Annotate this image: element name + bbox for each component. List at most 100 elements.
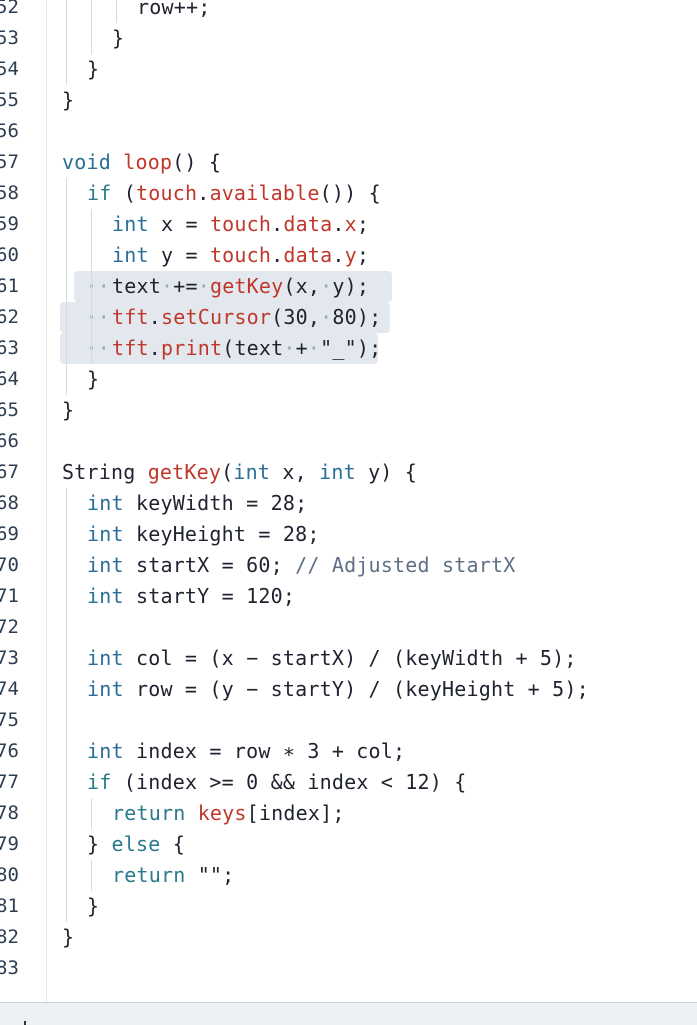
code-text: if (touch.available()) { bbox=[87, 181, 381, 205]
code-token: data bbox=[283, 243, 333, 267]
code-token: () { bbox=[172, 150, 222, 174]
code-token: int bbox=[87, 584, 136, 608]
code-token: int bbox=[87, 491, 136, 515]
code-token: int bbox=[87, 646, 136, 670]
whitespace-marker: ·· bbox=[85, 336, 110, 360]
whitespace-marker: · bbox=[320, 274, 333, 298]
code-token: available bbox=[209, 181, 320, 205]
code-line[interactable]: 54} bbox=[0, 54, 697, 85]
code-token: } bbox=[87, 367, 100, 391]
indent-guide bbox=[66, 488, 67, 922]
code-line[interactable]: 79} else { bbox=[0, 829, 697, 860]
code-token: 80); bbox=[332, 305, 382, 329]
code-line[interactable]: 66 bbox=[0, 426, 697, 457]
code-token: touch bbox=[135, 181, 198, 205]
code-text: return ""; bbox=[112, 863, 234, 887]
code-text: } bbox=[62, 88, 74, 112]
line-number: 76 bbox=[0, 740, 19, 762]
status-cursor-mark bbox=[24, 1021, 26, 1025]
line-number: 70 bbox=[0, 554, 19, 576]
code-token: . bbox=[271, 243, 284, 267]
line-number: 68 bbox=[0, 492, 19, 514]
code-line[interactable]: 62··tft.setCursor(30,·80); bbox=[0, 302, 697, 333]
indent-guide bbox=[91, 860, 92, 891]
code-line[interactable]: 63··tft.print(text·+·"_"); bbox=[0, 333, 697, 364]
whitespace-marker: · bbox=[320, 305, 333, 329]
code-token: } bbox=[62, 88, 75, 112]
code-line[interactable]: 75 bbox=[0, 705, 697, 736]
code-token: String bbox=[62, 460, 148, 484]
code-line[interactable]: 65} bbox=[0, 395, 697, 426]
code-token: } bbox=[62, 398, 75, 422]
code-token: int bbox=[319, 460, 369, 484]
code-token: } bbox=[87, 57, 100, 81]
whitespace-marker: · bbox=[307, 336, 321, 360]
code-line[interactable]: 53} bbox=[0, 23, 697, 54]
code-line[interactable]: 69 int keyHeight = 28; bbox=[0, 519, 697, 550]
code-text: return keys[index]; bbox=[112, 801, 345, 825]
code-token: (index >= 0 && index < 12) { bbox=[123, 770, 467, 794]
code-token: (30, bbox=[271, 305, 321, 329]
selection-highlight bbox=[60, 302, 390, 333]
code-token: int bbox=[87, 739, 136, 763]
code-token: setCursor bbox=[160, 305, 272, 329]
line-number: 82 bbox=[0, 926, 19, 948]
line-number: 83 bbox=[0, 957, 19, 979]
line-number: 56 bbox=[0, 120, 19, 142]
code-token: col = (x − startX) / (keyWidth + 5); bbox=[135, 646, 577, 670]
line-number: 75 bbox=[0, 709, 19, 731]
line-number: 58 bbox=[0, 182, 19, 204]
code-token: y bbox=[344, 243, 357, 267]
code-line[interactable]: 64} bbox=[0, 364, 697, 395]
code-line[interactable]: 83 bbox=[0, 953, 697, 984]
code-line[interactable]: 55} bbox=[0, 85, 697, 116]
code-token: { bbox=[172, 832, 185, 856]
code-token: += bbox=[173, 274, 198, 298]
code-token: y); bbox=[332, 274, 370, 298]
code-token: . bbox=[197, 181, 210, 205]
code-token: keyHeight = 28; bbox=[135, 522, 320, 546]
code-token: void bbox=[62, 150, 124, 174]
code-token: y = bbox=[160, 243, 210, 267]
indent-guide bbox=[91, 209, 92, 364]
code-token: data bbox=[283, 212, 333, 236]
line-number: 69 bbox=[0, 523, 19, 545]
indent-guide bbox=[66, 178, 67, 395]
code-token: return bbox=[112, 801, 198, 825]
code-token: ; bbox=[356, 212, 370, 236]
code-token: x bbox=[344, 212, 357, 236]
code-token: touch bbox=[209, 212, 272, 236]
indent-guide bbox=[91, 0, 92, 54]
code-token: loop bbox=[123, 150, 173, 174]
line-number: 52 bbox=[0, 0, 19, 18]
code-line[interactable]: 72 bbox=[0, 612, 697, 643]
code-line[interactable]: 81} bbox=[0, 891, 697, 922]
line-number: 81 bbox=[0, 895, 19, 917]
code-line[interactable]: 58 if (touch.available()) { bbox=[0, 178, 697, 209]
code-line[interactable]: 61··text·+=·getKey(x,·y); bbox=[0, 271, 697, 302]
line-number: 66 bbox=[0, 430, 19, 452]
line-number: 74 bbox=[0, 678, 19, 700]
code-line[interactable]: 56 bbox=[0, 116, 697, 147]
code-token: . bbox=[148, 336, 161, 360]
code-token: return bbox=[112, 863, 198, 887]
code-token: touch bbox=[209, 243, 272, 267]
code-token: int bbox=[233, 460, 283, 484]
code-token: int bbox=[87, 522, 136, 546]
code-line[interactable]: 82} bbox=[0, 922, 697, 953]
